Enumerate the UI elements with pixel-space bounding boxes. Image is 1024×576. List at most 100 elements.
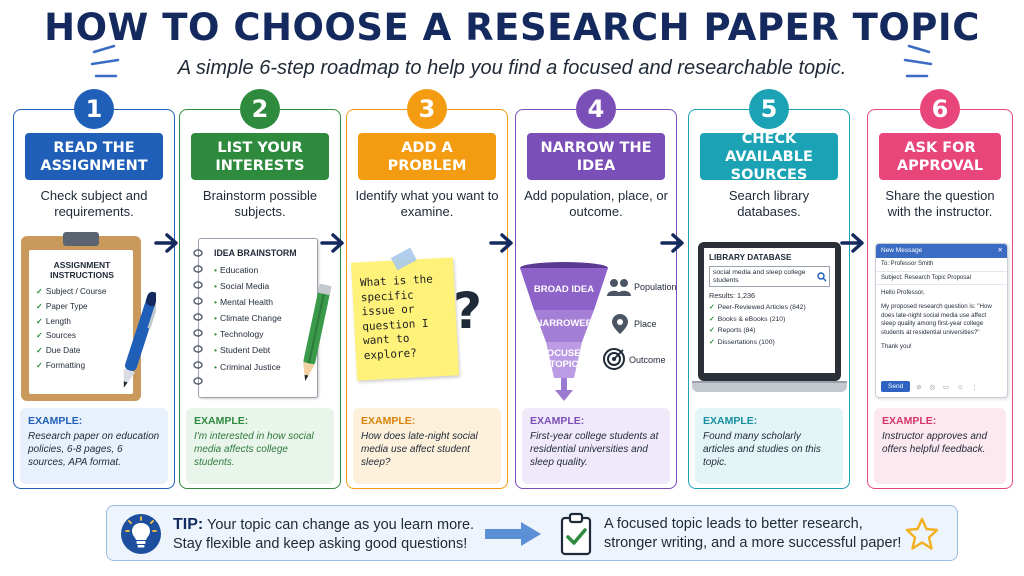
clipboard-clip xyxy=(63,232,99,246)
clipboard-illustration: ASSIGNMENT INSTRUCTIONS ✓Subject / Cours… xyxy=(21,232,141,401)
list-item: ✓Subject / Course xyxy=(36,287,107,296)
notebook-illustration: IDEA BRAINSTORM •Education •Social Media… xyxy=(193,238,318,398)
send-button[interactable]: Send xyxy=(881,381,911,392)
bullet-icon: • xyxy=(214,361,218,372)
email-body[interactable]: Hello Professor, My proposed research qu… xyxy=(876,285,1007,361)
tip-line-1: Your topic can change as you learn more. xyxy=(207,517,475,533)
database-heading: LIBRARY DATABASE xyxy=(709,253,792,262)
bullet-icon: • xyxy=(214,329,218,340)
pencil-icon xyxy=(303,283,332,381)
example-text: Found many scholarly articles and studie… xyxy=(703,431,821,468)
step-6-description: Share the question with the instructor. xyxy=(885,188,995,219)
list-item[interactable]: ✓Books & eBooks (210) xyxy=(709,315,786,323)
checkmark-icon: ✓ xyxy=(709,315,715,323)
example-label: EXAMPLE: xyxy=(28,415,83,427)
outcome-label: Outcome xyxy=(629,355,666,365)
title-accent-right-icon xyxy=(903,44,933,78)
arrow-right-icon xyxy=(154,233,178,253)
email-subject-field[interactable]: Subject: Research Topic Proposal xyxy=(876,272,1007,285)
bullet-icon: • xyxy=(214,313,218,324)
checkmark-icon: ✓ xyxy=(36,346,43,356)
example-text: How does late-night social media use aff… xyxy=(361,431,478,468)
arrow-right-icon xyxy=(320,233,344,253)
page-subtitle: A simple 6-step roadmap to help you find… xyxy=(177,57,847,79)
database-search-input[interactable]: social media and sleep college students xyxy=(709,266,830,287)
tip-text: TIP: Your topic can change as you learn … xyxy=(173,515,474,554)
step-5-badge: 5 xyxy=(749,89,789,129)
step-6-heading: ASK FOR APPROVAL xyxy=(879,133,1001,180)
tip-bar: TIP: Your topic can change as you learn … xyxy=(106,505,958,561)
step-3-card: 3 ADD A PROBLEM Identify what you want t… xyxy=(346,89,508,489)
list-item: ✓Length xyxy=(36,316,71,326)
step-1-badge: 1 xyxy=(74,89,114,129)
step-1-card: 1 READ THE ASSIGNMENT Check subject and … xyxy=(13,89,175,489)
list-item: •Student Debt xyxy=(214,345,271,356)
step-1-heading: READ THE ASSIGNMENT xyxy=(25,133,163,180)
laptop-screen: LIBRARY DATABASE social media and sleep … xyxy=(698,242,841,381)
example-label: EXAMPLE: xyxy=(194,415,249,427)
checkmark-icon: ✓ xyxy=(36,316,43,326)
funnel-level-narrower: NARROWER xyxy=(535,318,593,329)
pen-icon xyxy=(123,291,156,388)
step-2-description: Brainstorm possible subjects. xyxy=(202,188,318,219)
list-item: •Social Media xyxy=(214,281,270,292)
step-4-heading: NARROW THE IDEA xyxy=(527,133,665,180)
list-item[interactable]: ✓Dissertations (100) xyxy=(709,338,775,346)
sticky-note-text: What is the specific issue or question I… xyxy=(359,272,434,362)
step-6-example: EXAMPLE: Instructor approves and offers … xyxy=(874,408,1006,484)
population-label: Population xyxy=(634,282,677,292)
clipboard-paper: ASSIGNMENT INSTRUCTIONS ✓Subject / Cours… xyxy=(29,250,133,394)
close-icon[interactable]: ✕ xyxy=(997,247,1003,254)
sticky-note: What is the specific issue or question I… xyxy=(350,247,460,381)
bullet-icon: • xyxy=(214,297,218,308)
email-toolbar: Send ⊘ ◎ ▭ ☺ ⋮ xyxy=(881,381,981,392)
location-pin-icon xyxy=(612,314,628,334)
step-3-description: Identify what you want to examine. xyxy=(355,188,499,219)
list-item: •Mental Health xyxy=(214,297,274,308)
list-item: •Technology xyxy=(214,329,264,340)
list-item[interactable]: ✓Peer-Reviewed Articles (842) xyxy=(709,304,806,311)
email-message: My proposed research question is: "How d… xyxy=(881,303,992,336)
clipboard-checklist: ✓Subject / Course ✓Paper Type ✓Length ✓S… xyxy=(36,285,128,374)
list-item: •Education xyxy=(214,265,259,275)
step-2-card: 2 LIST YOUR INTERESTS Brainstorm possibl… xyxy=(179,89,341,489)
email-to-field[interactable]: To: Professor Smith xyxy=(876,258,1007,272)
example-label: EXAMPLE: xyxy=(530,415,585,427)
lightbulb-icon xyxy=(121,514,161,554)
search-icon[interactable] xyxy=(817,272,827,282)
star-icon xyxy=(905,517,939,550)
step-3-example: EXAMPLE: How does late-night social medi… xyxy=(353,408,501,484)
example-label: EXAMPLE: xyxy=(361,415,416,427)
funnel-level-broad: BROAD IDEA xyxy=(533,284,595,295)
step-6-card: 6 ASK FOR APPROVAL Share the question wi… xyxy=(867,89,1013,489)
tip-conclusion-line-2: stronger writing, and a more successful … xyxy=(604,535,902,551)
notebook-spiral-icon xyxy=(193,249,203,385)
example-text: Instructor approves and offers helpful f… xyxy=(882,431,988,455)
search-query-text: social media and sleep college students xyxy=(713,269,806,284)
step-1-example: EXAMPLE: Research paper on education pol… xyxy=(20,408,168,484)
example-text: I'm interested in how social media affec… xyxy=(194,431,314,468)
list-item: •Climate Change xyxy=(214,313,282,324)
arrow-right-icon xyxy=(485,522,541,546)
page-title: HOW TO CHOOSE A RESEARCH PAPER TOPIC xyxy=(44,6,980,49)
list-item[interactable]: ✓Reports (84) xyxy=(709,327,756,334)
bullet-icon: • xyxy=(214,281,218,292)
idea-list: •Education •Social Media •Mental Health … xyxy=(214,262,313,375)
tip-conclusion: A focused topic leads to better research… xyxy=(604,515,901,553)
email-compose-window: New Message ✕ To: Professor Smith Subjec… xyxy=(875,243,1008,398)
email-toolbar-icons[interactable]: ⊘ ◎ ▭ ☺ ⋮ xyxy=(916,383,981,391)
clipboard-heading: ASSIGNMENT INSTRUCTIONS xyxy=(50,260,114,280)
bullet-icon: • xyxy=(214,345,218,356)
step-4-example: EXAMPLE: First-year college students at … xyxy=(522,408,670,484)
email-closing: Thank you! xyxy=(881,343,912,351)
list-item: ✓Paper Type xyxy=(36,301,88,311)
step-4-badge: 4 xyxy=(576,89,616,129)
step-4-card: 4 NARROW THE IDEA Add population, place,… xyxy=(515,89,677,489)
bullet-icon: • xyxy=(214,265,218,275)
example-label: EXAMPLE: xyxy=(703,415,758,427)
step-2-badge: 2 xyxy=(240,89,280,129)
tip-label: TIP: xyxy=(173,516,204,533)
person-group-icon xyxy=(607,279,631,296)
library-database-window: LIBRARY DATABASE social media and sleep … xyxy=(704,248,835,373)
target-icon xyxy=(603,348,625,370)
